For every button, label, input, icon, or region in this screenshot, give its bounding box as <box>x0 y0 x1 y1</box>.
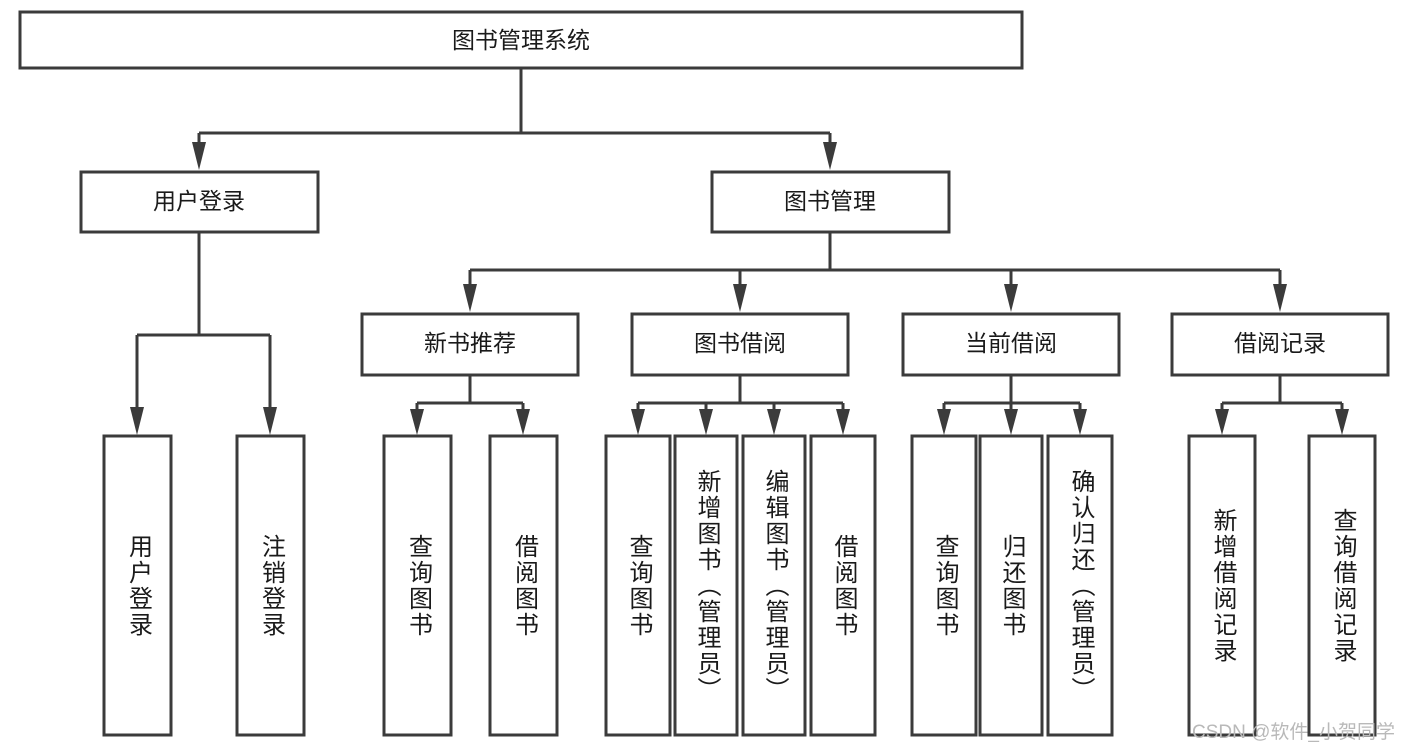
node-root-label: 图书管理系统 <box>452 27 590 53</box>
node-new-book-recommend-box[interactable] <box>360 312 580 377</box>
arrowhead-leaf-borrow-book-1 <box>516 409 530 435</box>
leaf-label-edit-book: 编辑图书（管理员） <box>760 468 788 703</box>
arrowhead-leaf-return-book <box>1004 409 1018 435</box>
leaf-box-edit-book[interactable] <box>741 434 807 737</box>
leaf-label-add-book: 新增图书（管理员） <box>692 468 720 703</box>
arrowhead-leaf-add-book <box>699 409 713 435</box>
leaf-label-query-book-1: 查询图书 <box>404 533 432 638</box>
leaf-box-return-book[interactable] <box>978 434 1044 737</box>
arrowhead-leaf-query-book-1 <box>410 409 424 435</box>
arrowhead-leaf-logout-login <box>263 407 277 435</box>
leaf-box-borrow-book-2[interactable] <box>809 434 877 737</box>
leaf-label-add-borrow-record: 新增借阅记录 <box>1208 507 1236 664</box>
arrowhead-borrow-record <box>1273 284 1287 312</box>
leaf-label-query-book-3: 查询图书 <box>930 533 958 638</box>
leaf-label-confirm-return: 确认归还（管理员） <box>1066 468 1094 703</box>
arrowhead-book-borrow <box>733 284 747 312</box>
node-user-login-box[interactable] <box>79 170 320 234</box>
arrowhead-leaf-query-book-3 <box>937 409 951 435</box>
node-book-borrow-label: 图书借阅 <box>694 330 786 356</box>
node-borrow-record-box[interactable] <box>1170 312 1390 377</box>
leaf-box-confirm-return[interactable] <box>1046 434 1114 737</box>
node-current-borrow-box[interactable] <box>901 312 1121 377</box>
arrowhead-leaf-edit-book <box>767 409 781 435</box>
arrowhead-leaf-borrow-book-2 <box>836 409 850 435</box>
leaf-label-borrow-book-1: 借阅图书 <box>510 533 538 638</box>
arrowhead-current-borrow <box>1004 284 1018 312</box>
node-new-book-recommend-label: 新书推荐 <box>424 330 516 356</box>
leaf-box-logout-login[interactable] <box>235 434 306 737</box>
leaf-box-query-book-1[interactable] <box>382 434 453 737</box>
arrowhead-leaf-confirm-return <box>1073 409 1087 435</box>
node-book-manage-label: 图书管理 <box>784 188 876 214</box>
csdn-watermark: CSDN @软件_小贺同学 <box>1192 722 1395 743</box>
arrowhead-leaf-add-borrow-record <box>1215 409 1229 435</box>
leaf-label-borrow-book-2: 借阅图书 <box>829 533 857 638</box>
arrowhead-book-manage <box>823 142 837 170</box>
node-book-manage-box[interactable] <box>710 170 951 234</box>
arrowhead-user-login <box>192 142 206 170</box>
leaf-box-query-book-3[interactable] <box>910 434 978 737</box>
leaf-box-borrow-book-1[interactable] <box>488 434 559 737</box>
node-book-borrow-box[interactable] <box>630 312 850 377</box>
arrowhead-leaf-user-login <box>130 407 144 435</box>
leaf-label-user-login: 用户登录 <box>124 533 152 638</box>
leaf-box-add-borrow-record[interactable] <box>1187 434 1257 737</box>
arrowhead-new-book-recommend <box>463 284 477 312</box>
leaf-label-query-book-2: 查询图书 <box>624 533 652 638</box>
node-current-borrow-label: 当前借阅 <box>965 330 1057 356</box>
arrowhead-leaf-query-book-2 <box>631 409 645 435</box>
leaf-label-logout-login: 注销登录 <box>257 533 285 638</box>
leaf-box-query-book-2[interactable] <box>604 434 672 737</box>
leaf-box-user-login[interactable] <box>102 434 173 737</box>
arrowhead-leaf-query-borrow-record <box>1335 409 1349 435</box>
node-borrow-record-label: 借阅记录 <box>1234 330 1326 356</box>
node-root-box[interactable] <box>18 10 1024 70</box>
leaf-label-return-book: 归还图书 <box>997 533 1025 638</box>
leaf-box-add-book[interactable] <box>673 434 739 737</box>
node-user-login-label: 用户登录 <box>153 188 245 214</box>
leaf-box-query-borrow-record[interactable] <box>1307 434 1377 737</box>
leaf-label-query-borrow-record: 查询借阅记录 <box>1328 507 1356 664</box>
